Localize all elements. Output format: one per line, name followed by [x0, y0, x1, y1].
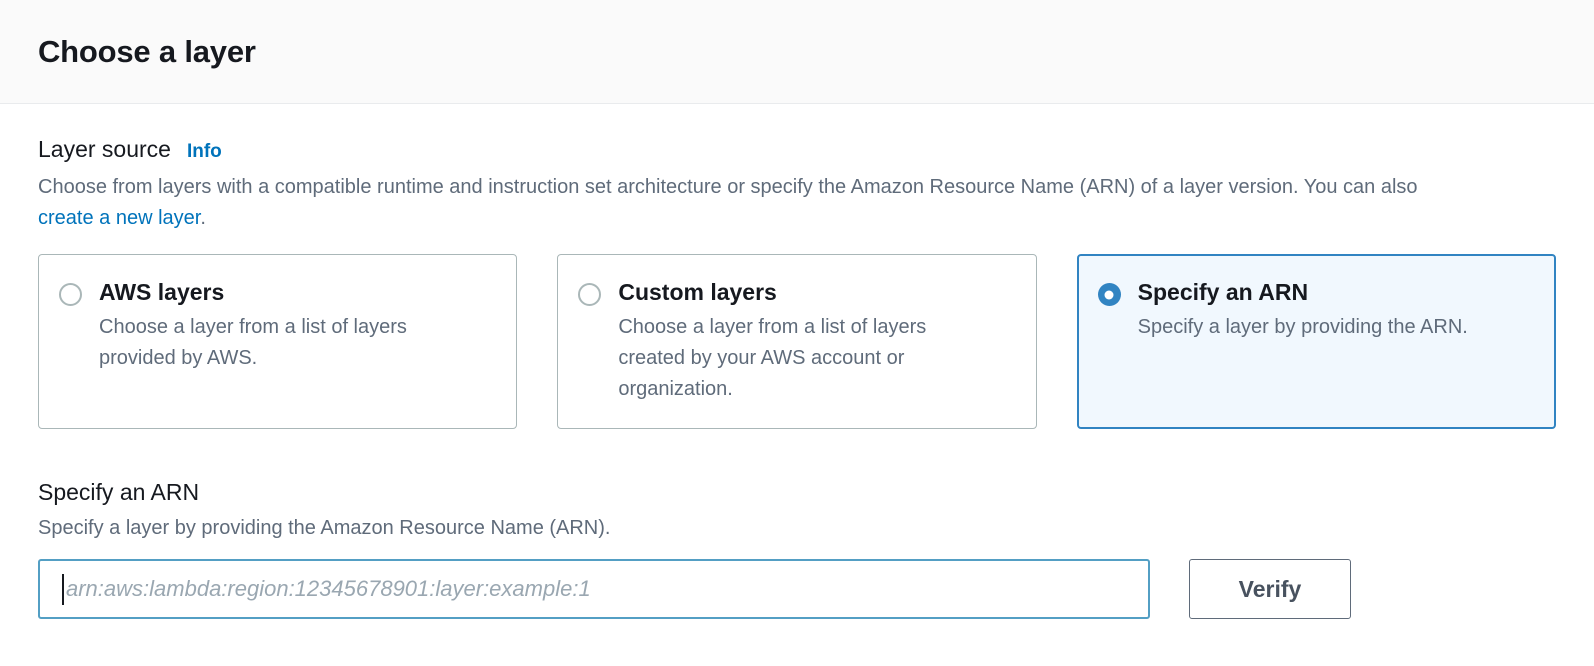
- layer-source-radio-group: AWS layers Choose a layer from a list of…: [38, 254, 1556, 429]
- layer-source-label-row: Layer source Info: [38, 136, 1556, 163]
- arn-field-label: Specify an ARN: [38, 479, 200, 505]
- layer-source-description-text-2: .: [200, 207, 206, 229]
- dialog-body: Layer source Info Choose from layers wit…: [0, 104, 1594, 619]
- radio-tile-custom-layers-title: Custom layers: [618, 279, 777, 305]
- arn-input-row: Verify: [38, 559, 1556, 619]
- radio-tile-specify-arn-title: Specify an ARN: [1137, 279, 1309, 305]
- info-link[interactable]: Info: [186, 141, 222, 162]
- arn-input[interactable]: [38, 559, 1150, 619]
- verify-button[interactable]: Verify: [1189, 559, 1351, 619]
- radio-tile-custom-layers-description: Choose a layer from a list of layers cre…: [618, 316, 927, 400]
- radio-tile-specify-arn[interactable]: Specify an ARN Specify a layer by provid…: [1076, 254, 1556, 429]
- radio-tile-custom-layers-text: Custom layers Choose a layer from a list…: [618, 277, 988, 405]
- radio-tile-custom-layers[interactable]: Custom layers Choose a layer from a list…: [557, 254, 1037, 429]
- arn-form-section: Specify an ARN Specify a layer by provid…: [38, 479, 1556, 619]
- layer-source-description: Choose from layers with a compatible run…: [38, 172, 1478, 234]
- radio-tile-aws-layers-title: AWS layers: [99, 279, 225, 305]
- text-cursor-icon: [62, 574, 64, 605]
- create-new-layer-link[interactable]: create a new layer: [38, 207, 201, 229]
- arn-field-description: Specify a layer by providing the Amazon …: [38, 517, 611, 539]
- radio-icon-custom-layers[interactable]: [578, 283, 602, 306]
- radio-icon-specify-arn[interactable]: [1097, 283, 1121, 306]
- radio-tile-aws-layers-description: Choose a layer from a list of layers pro…: [99, 316, 407, 369]
- radio-tile-aws-layers-text: AWS layers Choose a layer from a list of…: [99, 277, 469, 374]
- page-title: Choose a layer: [38, 33, 256, 69]
- layer-source-description-text-1: Choose from layers with a compatible run…: [38, 176, 1418, 198]
- layer-source-label: Layer source: [38, 136, 171, 162]
- radio-icon-aws-layers[interactable]: [59, 283, 82, 306]
- dialog-header: Choose a layer: [0, 0, 1594, 104]
- radio-tile-specify-arn-text: Specify an ARN Specify a layer by provid…: [1138, 277, 1468, 343]
- arn-input-wrapper: [38, 559, 1150, 619]
- radio-tile-specify-arn-description: Specify a layer by providing the ARN.: [1137, 316, 1468, 338]
- radio-tile-aws-layers[interactable]: AWS layers Choose a layer from a list of…: [38, 254, 518, 429]
